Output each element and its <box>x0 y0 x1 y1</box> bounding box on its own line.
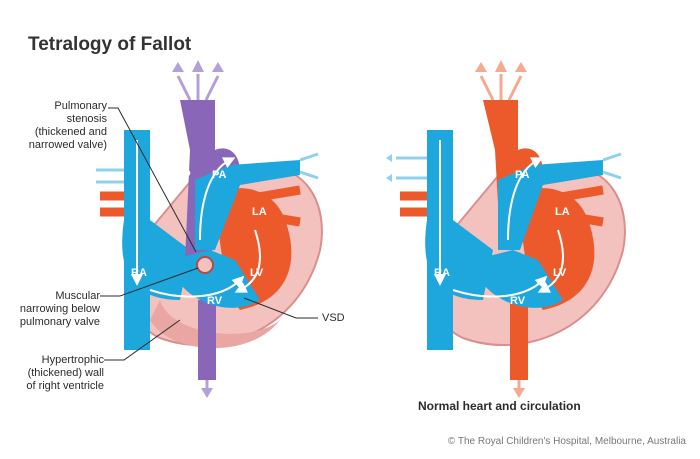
chamber-pa-right: PA <box>515 169 530 181</box>
chamber-pa-left: PA <box>212 169 227 181</box>
rv-wall-thick <box>150 300 280 349</box>
chamber-lv-left: LV <box>250 267 264 279</box>
caption-normal-heart: Normal heart and circulation <box>418 399 581 413</box>
chamber-rv-right: RV <box>510 295 526 307</box>
label-pulmonary-stenosis: Pulmonary stenosis (thickened and narrow… <box>28 100 107 151</box>
aorta-outflow-arrows <box>172 60 224 101</box>
aorta-normal <box>483 100 543 240</box>
descending-aorta-normal <box>510 300 528 380</box>
page-title: Tetralogy of Fallot <box>28 34 192 55</box>
pulmonary-artery <box>195 160 300 250</box>
descending-aorta <box>198 300 216 380</box>
chamber-la-right: LA <box>555 206 570 218</box>
systemic-veins-arrows <box>96 168 124 184</box>
normal-heart: Ao PA LA RA LV RV <box>386 60 626 398</box>
stenotic-valve <box>196 256 214 274</box>
right-ventricle <box>170 250 260 308</box>
chamber-ra-right: RA <box>434 267 450 279</box>
chamber-la-left: LA <box>252 206 267 218</box>
copyright-credit: © The Royal Children's Hospital, Melbour… <box>447 436 686 447</box>
leader-lines <box>100 107 318 361</box>
chamber-lv-right: LV <box>553 267 567 279</box>
chamber-ao-right: Ao <box>479 167 494 179</box>
tof-heart: Ao PA LA RA LV RV <box>96 60 323 398</box>
label-hypertrophic-wall: Hypertrophic (thickened) wall of right v… <box>26 354 104 392</box>
chamber-ra-left: RA <box>131 267 147 279</box>
label-vsd: VSD <box>322 312 345 324</box>
chamber-rv-left: RV <box>207 295 223 307</box>
chamber-ao-left: Ao <box>176 167 191 179</box>
label-muscular-narrowing: Muscular narrowing below pulmonary valve <box>19 290 100 328</box>
